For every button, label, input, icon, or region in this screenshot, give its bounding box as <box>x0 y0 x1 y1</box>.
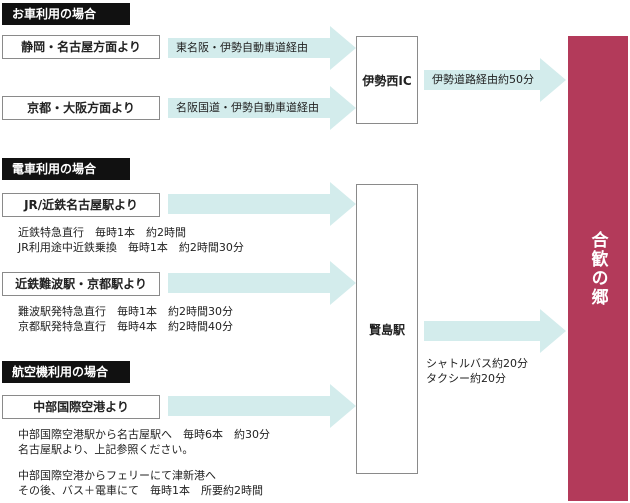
arrow-train-hub-to-destination <box>424 309 566 353</box>
air-detail-1: 中部国際空港駅から名古屋駅へ 毎時6本 約30分 <box>18 428 270 441</box>
car-via-2: 名阪国道・伊勢自動車道経由 <box>176 101 319 114</box>
train-route-2-detail-2: 京都駅発特急直行 毎時4本 約2時間40分 <box>18 320 233 333</box>
car-via-1: 東名阪・伊勢自動車道経由 <box>176 41 308 54</box>
arrow-car-route-2 <box>168 86 356 130</box>
car-hub-to-destination-label: 伊勢道路経由約50分 <box>432 73 534 86</box>
arrow-train-route-1 <box>168 182 356 226</box>
destination-box: 合歓の郷 <box>568 36 628 501</box>
car-origin-2: 京都・大阪方面より <box>2 96 160 120</box>
arrow-car-hub-to-destination <box>424 58 566 102</box>
air-detail-2: 名古屋駅より、上記参照ください。 <box>18 443 194 456</box>
arrow-air-route <box>168 384 356 428</box>
train-route-1-detail-2: JR利用途中近鉄乗換 毎時1本 約2時間30分 <box>18 241 244 254</box>
car-origin-1: 静岡・名古屋方面より <box>2 35 160 59</box>
car-section-label: お車利用の場合 <box>2 3 130 25</box>
air-detail2-1: 中部国際空港からフェリーにて津新港へ <box>18 469 216 482</box>
car-hub-box: 伊勢西IC <box>356 36 418 124</box>
arrow-train-route-2 <box>168 261 356 305</box>
train-hub-to-destination-label-1: シャトルバス約20分 <box>426 357 528 370</box>
train-origin-1: JR/近鉄名古屋駅より <box>2 193 160 217</box>
arrow-car-route-1 <box>168 26 356 70</box>
train-route-2-detail-1: 難波駅発特急直行 毎時1本 約2時間30分 <box>18 305 233 318</box>
train-origin-2: 近鉄難波駅・京都駅より <box>2 272 160 296</box>
train-hub-box: 賢島駅 <box>356 184 418 474</box>
air-origin: 中部国際空港より <box>2 395 160 419</box>
air-detail2-2: その後、バス＋電車にて 毎時1本 所要約2時間 <box>18 484 263 497</box>
train-hub-to-destination-label-2: タクシー約20分 <box>426 372 506 385</box>
train-route-1-detail-1: 近鉄特急直行 毎時1本 約2時間 <box>18 226 186 239</box>
train-section-label: 電車利用の場合 <box>2 158 130 180</box>
air-section-label: 航空機利用の場合 <box>2 361 130 383</box>
